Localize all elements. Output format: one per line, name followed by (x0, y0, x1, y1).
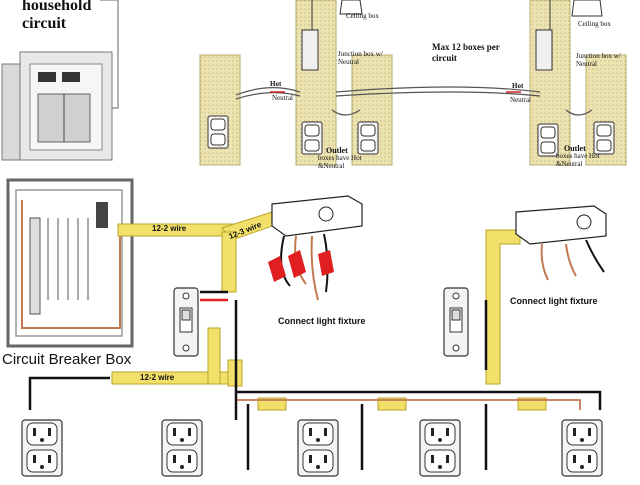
breaker-box-label: Circuit Breaker Box (2, 351, 132, 368)
top-walls (199, 0, 627, 166)
max-boxes-label: Max 12 boxes per circuit (432, 42, 500, 63)
connect-fixture-label-left: Connect light fixture (278, 316, 366, 326)
outlet-note: boxes have Hot &Neutral (318, 154, 362, 170)
bottom-wires (28, 290, 602, 470)
hot-label: Hot (270, 80, 282, 88)
wire-label-12-2-top: 12-2 wire (152, 224, 187, 233)
neutral-label: Neutral (272, 94, 293, 102)
ceiling-box-label-right: Ceiling box (578, 20, 611, 28)
light-switch-right (443, 287, 469, 357)
outlet-note-right: boxes have Hot &Neutral (556, 152, 600, 168)
diagram-title: household circuit (22, 0, 91, 33)
outlet-row (21, 419, 603, 477)
ceiling-box-label: Ceiling box (346, 12, 379, 20)
light-fixture-right (515, 205, 607, 281)
outlet-label: Outlet (326, 146, 348, 155)
junction-box-label: Junction box w/ Neutral (338, 50, 383, 66)
light-switch-left (173, 287, 199, 357)
top-devices (207, 0, 615, 157)
wire-label-12-2-bottom: 12-2 wire (140, 373, 175, 382)
title-line-1: household (22, 0, 92, 14)
light-fixture-left (268, 195, 363, 301)
main-panel (1, 0, 119, 161)
outlet-label-right: Outlet (564, 144, 586, 153)
junction-box-label-right: Junction box w/ Neutral (576, 52, 621, 68)
breaker-box (6, 178, 134, 348)
top-cables (235, 0, 593, 116)
neutral-label-right: Neutral (510, 96, 531, 104)
hot-label-right: Hot (512, 82, 524, 90)
connect-fixture-label-right: Connect light fixture (510, 296, 598, 306)
title-line-2: circuit (22, 15, 67, 32)
